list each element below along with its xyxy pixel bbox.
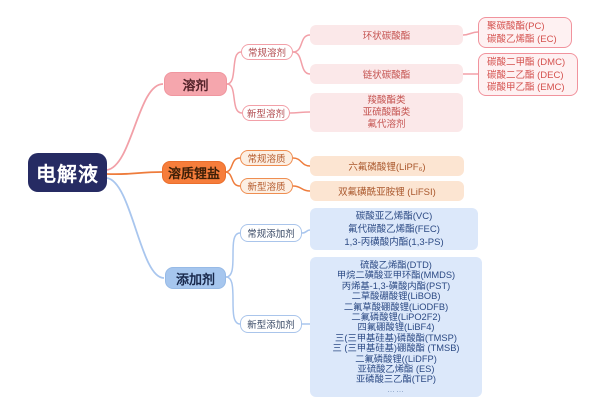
- leaf-tep: 亚磷酸三乙酯(TEP): [355, 374, 437, 385]
- node-additive-novel[interactable]: 新型添加剂: [240, 315, 302, 333]
- node-salt[interactable]: 溶质锂盐: [162, 161, 226, 184]
- leaf-fluorinated: 氟代溶剂: [367, 119, 406, 130]
- connector-root-solvent: [106, 83, 164, 171]
- leaf-sulfite: 亚硫酸酯类: [362, 107, 411, 118]
- node-lipf6[interactable]: 六氟磷酸锂(LiPF₆): [310, 156, 464, 176]
- node-chain-carbonate[interactable]: 链状碳酸酯: [310, 64, 463, 84]
- leaf-emc: 碳酸甲乙酯 (EMC): [487, 82, 565, 93]
- node-additive[interactable]: 添加剂: [165, 267, 226, 289]
- leaf-tmsb: 三 (三甲基硅基)硼酸酯 (TMSB): [332, 343, 460, 354]
- leaf-dmc: 碳酸二甲酯 (DMC): [487, 57, 566, 68]
- node-cyclic-carbonate-examples[interactable]: 聚碳酸酯(PC) 碳酸乙烯酯 (EC): [478, 17, 572, 48]
- node-novel-additive-examples[interactable]: 硫酸乙烯酯(DTD) 甲烷二磺酸亚甲环酯(MMDS) 丙烯基-1,3-磺酸内酯(…: [310, 257, 482, 397]
- leaf-dtd: 硫酸乙烯酯(DTD): [360, 260, 432, 270]
- node-solvent-conventional[interactable]: 常规溶剂: [241, 44, 293, 60]
- leaf-liodfb: 二氟草酸硼酸锂(LiODFB): [343, 301, 449, 312]
- leaf-libf4: 四氟硼酸锂(LiBF4): [357, 322, 435, 333]
- leaf-ec: 碳酸乙烯酯 (EC): [487, 33, 557, 45]
- leaf-mmds: 甲烷二磺酸亚甲环酯(MMDS): [336, 270, 456, 281]
- node-cyclic-carbonate[interactable]: 环状碳酸酯: [310, 25, 463, 45]
- leaf-libob: 二草酸硼酸锂(LiBOB): [351, 291, 441, 302]
- node-solvent[interactable]: 溶剂: [164, 72, 227, 96]
- node-novel-solvent-examples[interactable]: 羧酸酯类 亚硫酸酯类 氟代溶剂: [310, 93, 463, 132]
- node-salt-novel[interactable]: 新型溶质: [240, 178, 293, 194]
- leaf-vc: 碳酸亚乙烯酯(VC): [355, 211, 433, 222]
- leaf-lipo2f2: 二氟磷酸锂(LiPO2F2): [351, 312, 441, 323]
- node-root-electrolyte[interactable]: 电解液: [28, 153, 107, 192]
- node-chain-carbonate-examples[interactable]: 碳酸二甲酯 (DMC) 碳酸二乙酯 (DEC) 碳酸甲乙酯 (EMC): [478, 53, 578, 96]
- leaf-es: 亚硫酸乙烯酯 (ES): [357, 364, 435, 375]
- leaf-fec: 氟代碳酸乙烯酯(FEC): [348, 224, 440, 235]
- node-solvent-novel[interactable]: 新型溶剂: [242, 105, 290, 121]
- leaf-13ps: 1,3-丙磺酸内酯(1,3-PS): [344, 237, 444, 248]
- node-lifsi[interactable]: 双氟磺酰亚胺锂 (LiFSI): [310, 181, 464, 201]
- connector-root-salt: [106, 171, 163, 176]
- leaf-carboxylate: 羧酸酯类: [367, 95, 406, 106]
- leaf-tmsp: 三(三甲基硅基)磷酸酯(TMSP): [335, 332, 457, 343]
- ellipsis-more: ……: [387, 384, 405, 394]
- node-salt-conventional[interactable]: 常规溶质: [240, 150, 293, 166]
- leaf-dec: 碳酸二乙酯 (DEC): [487, 69, 564, 81]
- node-additive-conventional[interactable]: 常规添加剂: [240, 224, 302, 242]
- leaf-pst: 丙烯基-1,3-磺酸内酯(PST): [341, 280, 451, 291]
- leaf-pc: 聚碳酸酯(PC): [487, 21, 545, 32]
- connector-root-additive: [106, 177, 165, 279]
- node-conventional-additive-examples[interactable]: 碳酸亚乙烯酯(VC) 氟代碳酸乙烯酯(FEC) 1,3-丙磺酸内酯(1,3-PS…: [310, 208, 478, 250]
- leaf-lidfp: 二氟磷酸锂((LiDFP): [355, 353, 437, 364]
